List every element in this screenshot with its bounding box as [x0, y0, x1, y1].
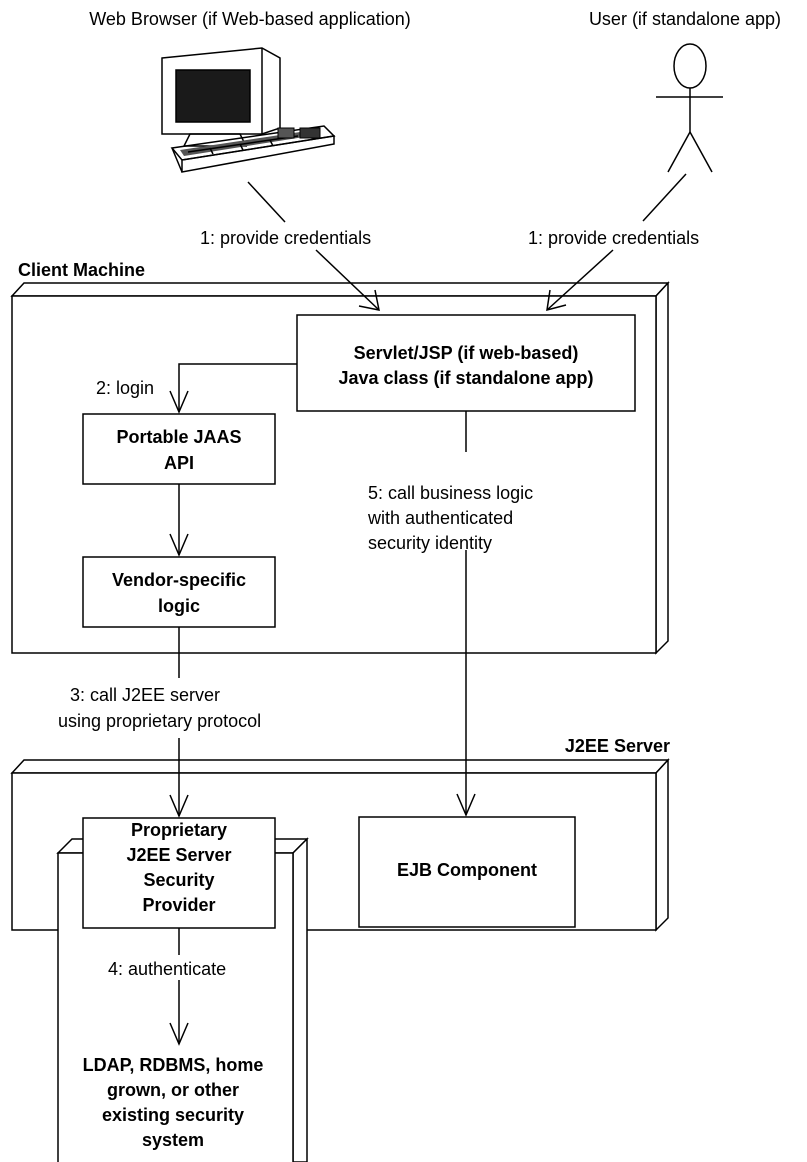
call-business-line-1b: 5: call business logic	[368, 483, 533, 503]
computer-icon	[161, 47, 336, 173]
security-system-line-2: grown, or other	[107, 1080, 239, 1100]
call-business-line-2: with authenticated	[367, 508, 513, 528]
call-server-line-1: 3: call J2EE server	[70, 685, 220, 705]
login-label: 2: login	[96, 378, 154, 398]
security-provider-box	[82, 817, 276, 929]
label-backdrop	[364, 478, 554, 550]
user-stick-figure-icon	[656, 43, 723, 173]
security-system-line-4: system	[142, 1130, 204, 1150]
servlet-line-1: Servlet/JSP (if web-based)	[354, 343, 579, 363]
client-machine-label: Client Machine	[18, 260, 145, 280]
servlet-to-ejb-arrowhead	[456, 793, 476, 817]
login-connector	[178, 363, 297, 412]
browser-arrowhead	[358, 289, 380, 311]
provider-line-2: J2EE Server	[126, 845, 231, 865]
jaas-component-box	[82, 413, 276, 485]
j2ee-server-label: J2EE Server	[565, 736, 670, 756]
provider-line-1: Proprietary	[131, 820, 227, 840]
browser-credentials-label: 1: provide credentials	[200, 228, 371, 248]
jaas-line-2: API	[164, 453, 194, 473]
provider-line-3: Security	[143, 870, 214, 890]
vendor-logic-box	[82, 556, 276, 628]
jaas-to-vendor-arrowhead	[169, 533, 189, 557]
authenticate-label: 4: authenticate	[108, 959, 226, 979]
servlet-component-box	[296, 314, 636, 412]
vendor-line-1: Vendor-specific	[112, 570, 246, 590]
browser-connector-upper	[247, 181, 286, 223]
user-connector-upper	[642, 173, 687, 222]
call-business-line-3: security identity	[368, 533, 492, 553]
vendor-to-provider-arrowhead	[169, 794, 189, 818]
jaas-line-1: Portable JAAS	[116, 427, 241, 447]
ejb-component-box	[358, 816, 576, 928]
security-system-line-1: LDAP, RDBMS, home	[83, 1055, 264, 1075]
ejb-label: EJB Component	[397, 860, 537, 880]
browser-actor-label: Web Browser (if Web-based application)	[89, 9, 410, 29]
security-system-line-3: existing security	[102, 1105, 244, 1125]
login-arrowhead	[169, 390, 189, 414]
servlet-line-2: Java class (if standalone app)	[338, 368, 593, 388]
user-connector-lower	[546, 249, 614, 311]
browser-connector-lower	[315, 249, 380, 311]
user-credentials-label: 1: provide credentials	[528, 228, 699, 248]
call-server-line-2: using proprietary protocol	[58, 711, 261, 731]
provider-to-security-arrowhead	[169, 1022, 189, 1046]
vendor-line-2: logic	[158, 596, 200, 616]
user-arrowhead	[546, 289, 567, 312]
user-actor-label: User (if standalone app)	[589, 9, 781, 29]
provider-line-4: Provider	[142, 895, 215, 915]
